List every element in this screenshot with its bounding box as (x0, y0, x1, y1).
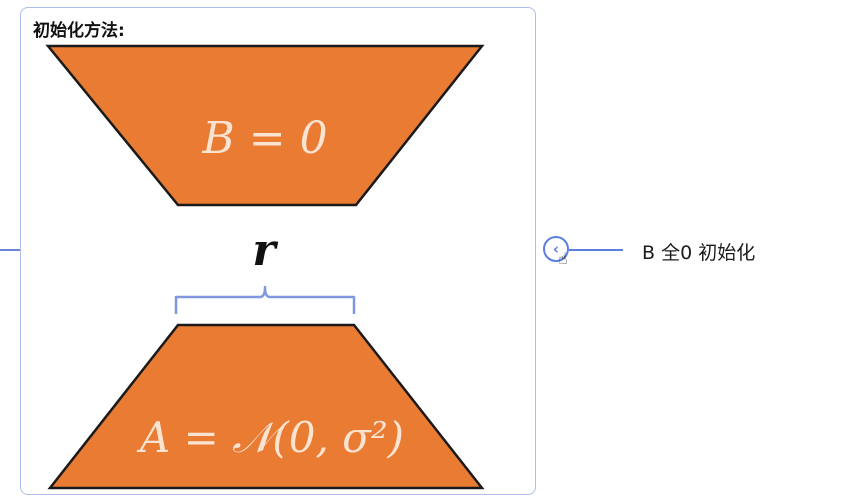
matrix-a-label: A = 𝒩(0, σ²) (136, 413, 404, 462)
child-connector-line (569, 249, 623, 251)
hand-cursor-icon: ☝ (558, 249, 568, 268)
rank-brace (174, 285, 356, 314)
matrix-a-shape (47, 323, 485, 490)
left-connector-stub (0, 249, 20, 251)
child-node-label[interactable]: B 全0 初始化 (642, 242, 756, 264)
collapse-toggle-button[interactable]: ‹ (543, 236, 569, 262)
node-title: 初始化方法: (33, 21, 125, 41)
chevron-left-icon: ‹ (552, 239, 560, 258)
rank-label: r (252, 225, 278, 276)
matrix-b-shape (45, 44, 485, 207)
matrix-b-label: B = 0 (201, 113, 327, 164)
